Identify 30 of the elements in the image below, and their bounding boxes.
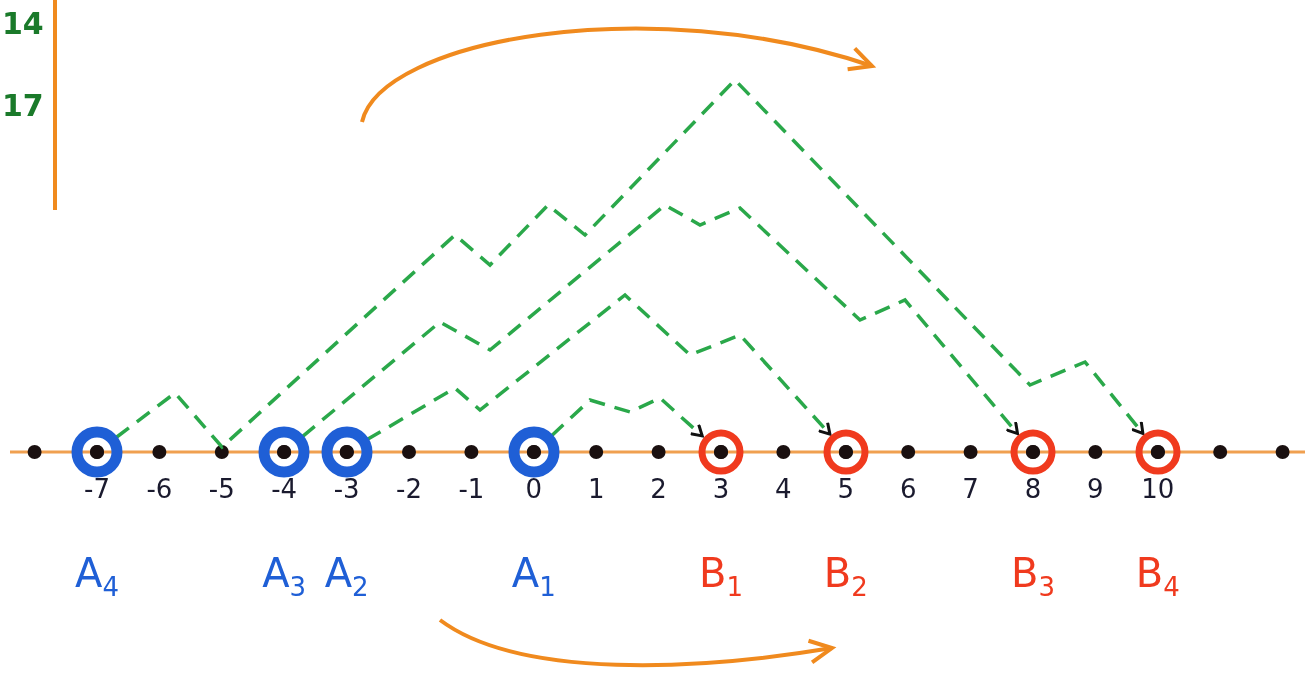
point-label: B$_{3}$ [1011,550,1055,602]
tick-label: -6 [146,474,173,504]
point-label: B$_{1}$ [699,550,743,602]
point-label: A$_{3}$ [262,550,307,602]
tick-label: -3 [333,474,360,504]
path-arrow [550,395,704,438]
path-arrow [365,292,832,442]
tick-label: 7 [962,474,979,504]
page-number: 17 [2,88,44,123]
point-label: B$_{2}$ [823,550,868,602]
tick-label: -1 [458,474,485,504]
tick-label: -4 [271,474,298,504]
tick-label: 9 [1087,474,1104,504]
point-label: A$_{4}$ [75,550,119,602]
tick-label: 8 [1024,474,1042,504]
point-label: A$_{2}$ [324,550,369,602]
tick-label: 5 [837,474,855,504]
page-number: 14 [2,6,44,41]
tick-label: -5 [208,474,235,504]
tick-label: 3 [712,474,730,504]
tick-label: -2 [396,474,422,504]
tick-label: 2 [650,474,667,504]
point-label: B$_{4}$ [1135,550,1180,602]
tick-label: 4 [775,474,792,504]
tick-label: 0 [525,474,543,504]
point-label: A$_{1}$ [511,550,556,602]
tick-label: 10 [1141,474,1175,504]
tick-label: -7 [84,474,110,504]
tick-label: 6 [899,474,917,504]
tick-label: 1 [587,474,605,504]
